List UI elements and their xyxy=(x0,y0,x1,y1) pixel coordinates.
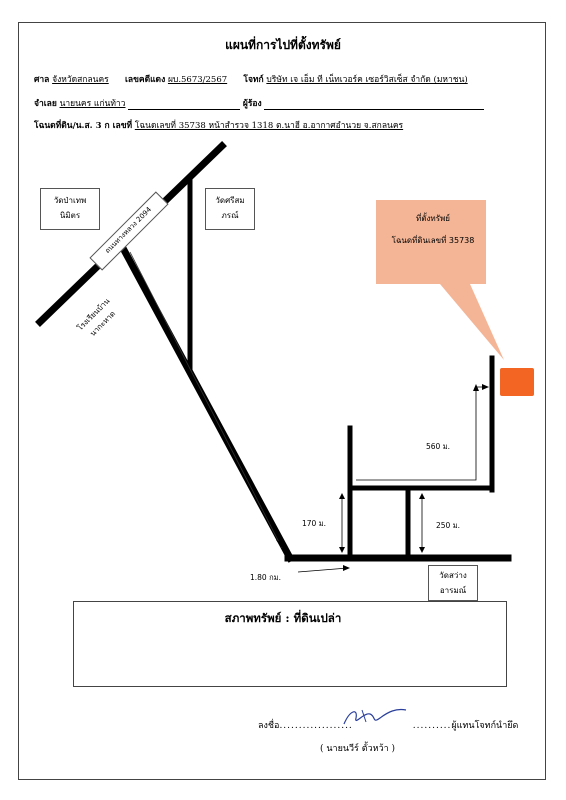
temple-sawang-line-1: วัดสว่าง xyxy=(439,571,467,580)
case-label: เลขคดีแดง xyxy=(124,75,166,85)
condition-text: สภาพทรัพย์ : ที่ดินเปล่า xyxy=(0,610,566,628)
sign-dots-1: ................... xyxy=(279,721,353,731)
route-arrow-bottom xyxy=(297,567,349,573)
row-defendant: จำเลย นายนคร แก่นท้าว ผู้ร้อง xyxy=(34,96,485,110)
temple-pa-thep-line-1: วัดป่าเทพ xyxy=(53,196,87,205)
plaintiff-label: โจทก์ xyxy=(243,75,264,85)
distance-1-80-km: 1.80 กม. xyxy=(250,573,281,582)
defendant-label: จำเลย xyxy=(34,99,57,109)
sign-role: ผู้แทนโจทก์นำยึด xyxy=(451,721,519,731)
owner-fill-line xyxy=(264,100,485,110)
callout-text: ที่ตั้งทรัพย์ โฉนดที่ดินเลขที่ 35738 xyxy=(380,212,486,248)
temple-sri-som-label: วัดศรีสม ภรณ์ xyxy=(205,188,255,230)
defendant-fill-line xyxy=(128,100,241,110)
signer-name: ( นายนวีร์ ตั้วหว้า ) xyxy=(320,744,396,754)
temple-pa-thep-line-2: นิมิตร xyxy=(59,211,81,220)
route-arrow-final xyxy=(356,390,477,481)
distance-250-m: 250 ม. xyxy=(436,521,461,530)
page-border xyxy=(18,22,546,780)
condition-value: ที่ดินเปล่า xyxy=(293,611,342,625)
court-value: จังหวัดสกลนคร xyxy=(52,75,109,85)
callout-line-2: โฉนดที่ดินเลขที่ 35738 xyxy=(391,236,475,245)
dim-250-arrow-bottom xyxy=(419,547,425,553)
dim-170-arrow-top xyxy=(339,493,345,499)
route-arrowhead-3 xyxy=(473,384,479,391)
route-arrowhead-2 xyxy=(343,565,350,571)
callout-line-1: ที่ตั้งทรัพย์ xyxy=(416,214,450,223)
dim-250-arrow-top xyxy=(419,493,425,499)
dim-170-arrow-bottom xyxy=(339,547,345,553)
signature-line: ลงชื่อ................... ..........ผู้แ… xyxy=(258,708,519,732)
owner-label: ผู้ร้อง xyxy=(242,99,262,109)
condition-box xyxy=(73,601,507,687)
sign-dots-2: .......... xyxy=(412,721,452,731)
row-court: ศาล จังหวัดสกลนคร เลขคดีแดง ผบ.5673/2567… xyxy=(34,72,468,86)
row-deed: โฉนดที่ดิน/น.ส. 3 ก เลขที่ โฉนดเลขที่ 35… xyxy=(34,118,403,132)
callout-box xyxy=(376,200,486,284)
court-label: ศาล xyxy=(34,75,50,85)
route-arrow-head-1 xyxy=(276,540,282,548)
road-main-highway xyxy=(119,245,295,563)
distance-560-m: 560 ม. xyxy=(426,442,451,451)
handwritten-signature xyxy=(343,708,407,725)
route-arrowhead-4 xyxy=(482,384,489,390)
temple-sri-som-line-2: ภรณ์ xyxy=(221,211,239,220)
temple-sri-som-line-1: วัดศรีสม xyxy=(215,196,245,205)
deed-label: โฉนดที่ดิน/น.ส. 3 ก เลขที่ xyxy=(34,121,133,131)
callout-pointer xyxy=(440,284,504,360)
case-value: ผบ.5673/2567 xyxy=(167,75,228,85)
deed-value: โฉนดเลขที่ 35738 หน้าสำรวจ 1318 ต.นาฮี อ… xyxy=(134,121,404,131)
document-title: แผนที่การไปที่ตั้งทรัพย์ xyxy=(225,38,341,52)
temple-pa-thep-label: วัดป่าเทพ นิมิตร xyxy=(40,188,100,230)
sign-label: ลงชื่อ xyxy=(258,721,280,731)
defendant-value: นายนคร แก่นท้าว xyxy=(59,99,126,109)
temple-sawang-line-2: อารมณ์ xyxy=(439,586,467,595)
condition-label: สภาพทรัพย์ : xyxy=(224,611,290,625)
temple-sawang-label: วัดสว่าง อารมณ์ xyxy=(428,565,478,601)
distance-170-m: 170 ม. xyxy=(302,519,327,528)
plaintiff-value: บริษัท เจ เอ็ม ที เน็ทเวอร์ค เซอร์วิสเซ็… xyxy=(266,75,468,85)
route-arrow-line xyxy=(129,251,283,549)
property-marker xyxy=(500,368,534,396)
